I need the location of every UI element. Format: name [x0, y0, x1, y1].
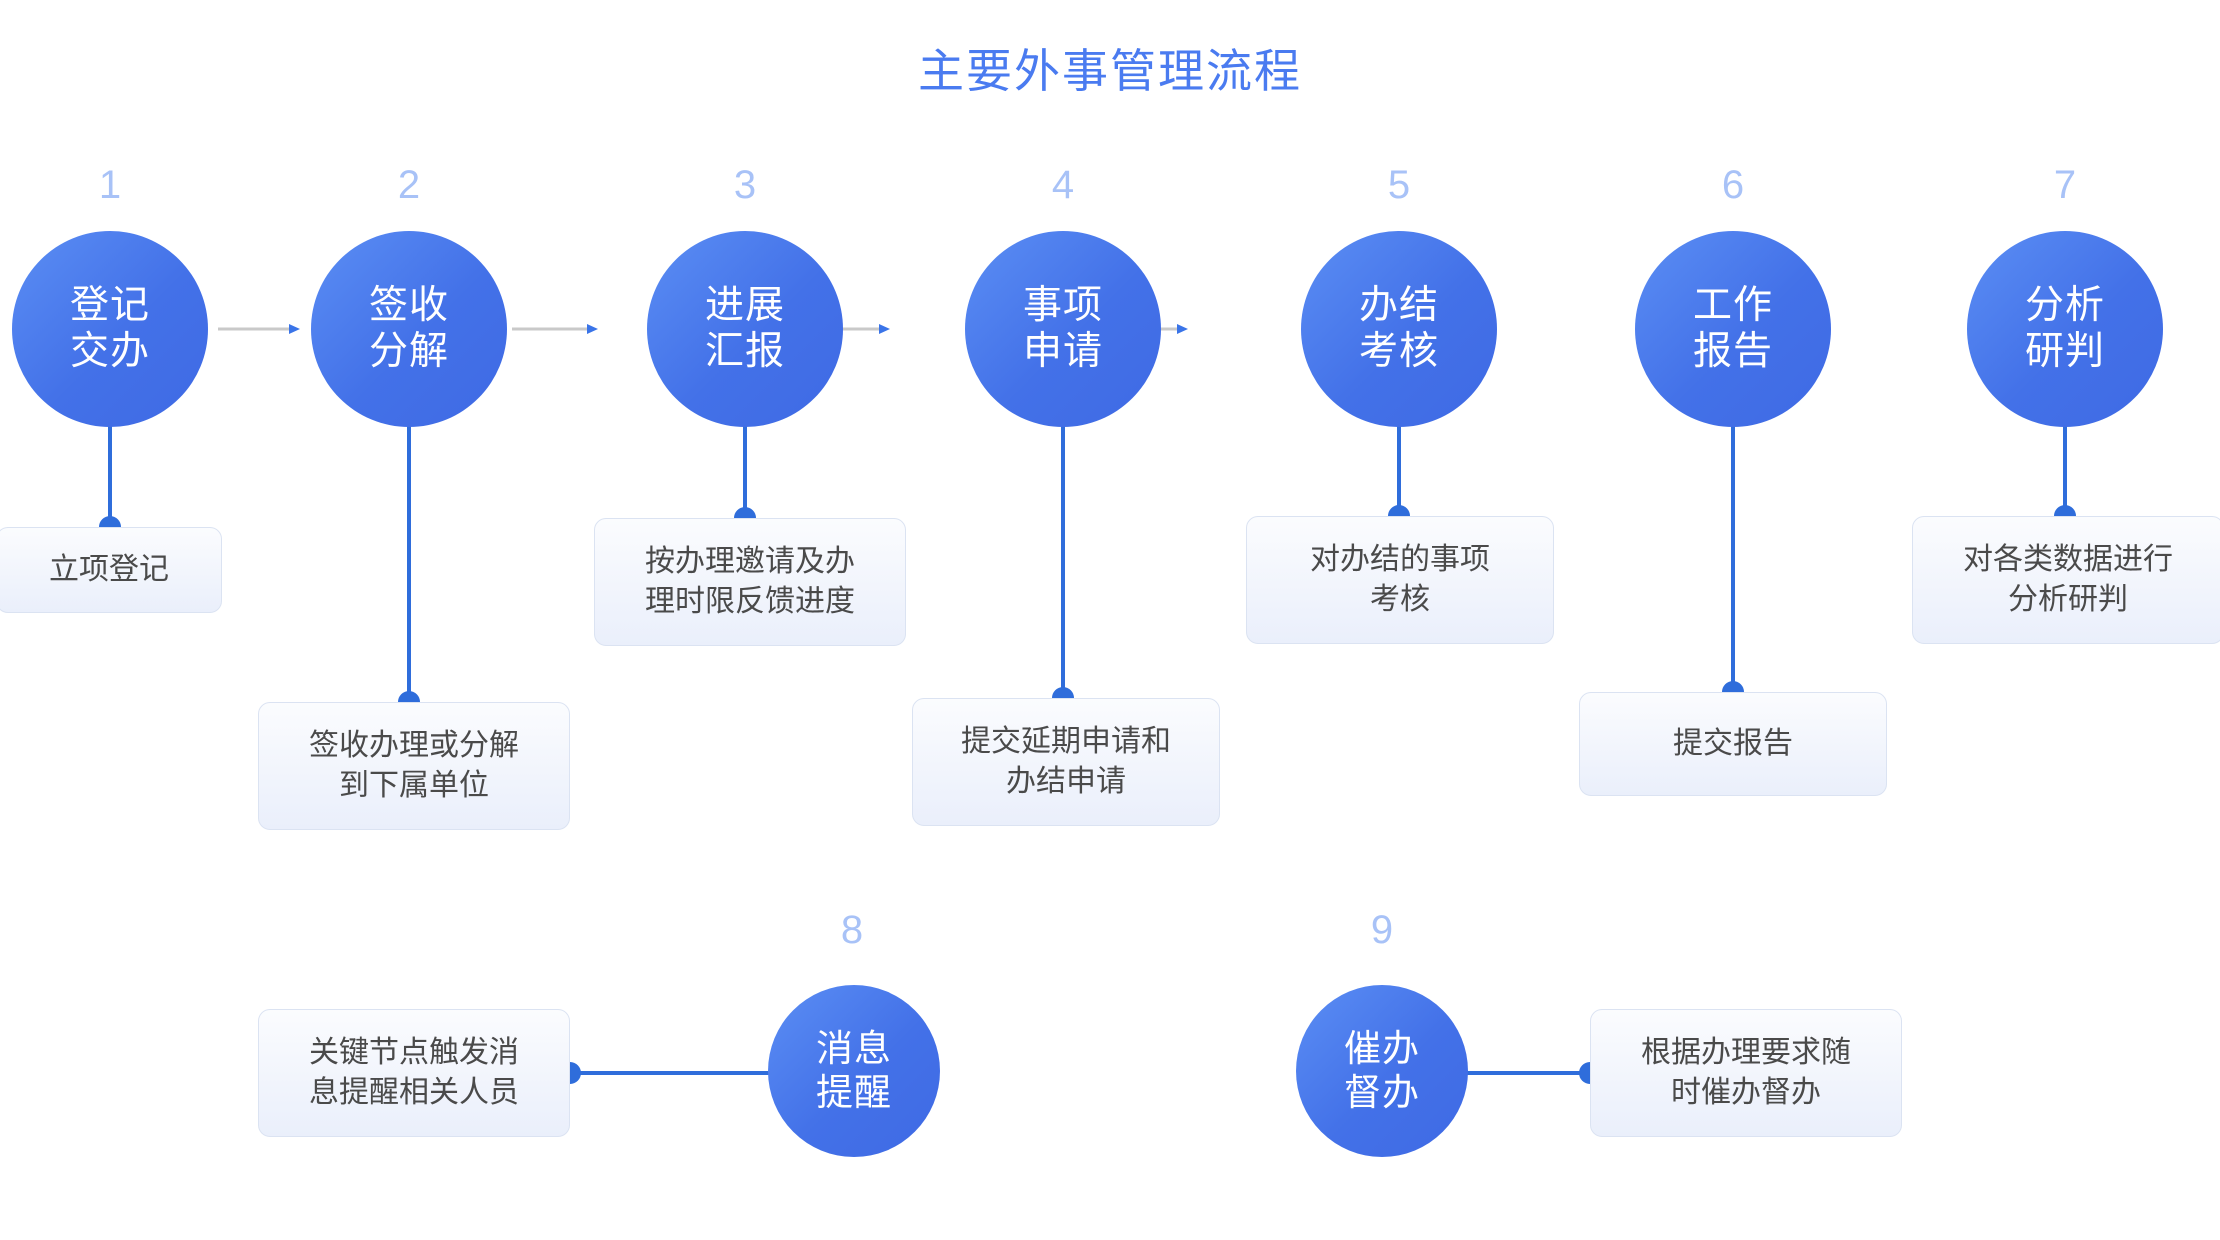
step-circle-2[interactable]: 签收 分解: [311, 231, 507, 427]
step-circle-7-line2: 研判: [2024, 330, 2105, 373]
page-title: 主要外事管理流程: [918, 45, 1302, 97]
step-circle-5[interactable]: 办结 考核: [1301, 231, 1497, 427]
step-number-4: 4: [1051, 163, 1075, 207]
step-desc-box-3[interactable]: 按办理邀请及办 理时限反馈进度: [594, 518, 906, 646]
step-dropline-dots: [99, 505, 2076, 713]
step-circle-7-line1: 分析: [2024, 283, 2105, 327]
step-desc-3-line1: 按办理邀请及办: [645, 545, 855, 579]
step-desc-box-5[interactable]: 对办结的事项 考核: [1246, 516, 1554, 644]
step-desc-box-4[interactable]: 提交延期申请和 办结申请: [912, 698, 1220, 826]
step-desc-6-line1: 提交报告: [1673, 727, 1793, 761]
step-circle-2-line2: 分解: [368, 330, 449, 373]
step-circle-9-line2: 督办: [1344, 1072, 1420, 1113]
step-circle-9[interactable]: 催办 督办: [1296, 985, 1468, 1157]
step-circle-6-line2: 报告: [1692, 330, 1773, 373]
step-desc-7-line2: 分析研判: [2008, 583, 2128, 616]
step-number-1: 1: [98, 163, 122, 207]
step-number-8: 8: [840, 908, 864, 952]
step-circle-8-line1: 消息: [816, 1028, 892, 1070]
step-desc-box-2[interactable]: 签收办理或分解 到下属单位: [258, 702, 570, 830]
step-circle-8-line2: 提醒: [816, 1072, 892, 1113]
step-number-3: 3: [733, 163, 757, 207]
step-circle-4-line2: 申请: [1022, 330, 1103, 373]
step-circle-8[interactable]: 消息 提醒: [768, 985, 940, 1157]
step-number-2: 2: [397, 163, 421, 207]
step-circle-1[interactable]: 登记 交办: [12, 231, 208, 427]
support-desc-9-line2: 时催办督办: [1671, 1076, 1821, 1109]
step-circle-6[interactable]: 工作 报告: [1635, 231, 1831, 427]
step-desc-5-line1: 对办结的事项: [1310, 543, 1490, 577]
step-desc-box-6[interactable]: 提交报告: [1579, 692, 1887, 796]
step-desc-2-line1: 签收办理或分解: [309, 729, 519, 763]
step-circle-7[interactable]: 分析 研判: [1967, 231, 2163, 427]
step-circle-9-line1: 催办: [1344, 1028, 1420, 1070]
step-circle-1-line2: 交办: [69, 330, 150, 373]
step-desc-4-line1: 提交延期申请和: [961, 725, 1171, 759]
step-desc-2-line2: 到下属单位: [339, 769, 489, 802]
step-number-5: 5: [1387, 163, 1411, 207]
step-desc-7-line1: 对各类数据进行: [1963, 543, 2173, 577]
support-desc-box-8[interactable]: 关键节点触发消 息提醒相关人员: [258, 1009, 570, 1137]
step-desc-box-1[interactable]: 立项登记: [0, 527, 222, 613]
step-desc-4-line2: 办结申请: [1006, 765, 1126, 798]
step-circle-1-line1: 登记: [69, 283, 150, 327]
step-droplines: [108, 425, 2067, 702]
step-circle-2-line1: 签收: [368, 283, 449, 327]
step-circle-6-line1: 工作: [1692, 283, 1773, 327]
step-circle-3-line1: 进展: [704, 283, 785, 327]
step-circle-4-line1: 事项: [1022, 283, 1103, 327]
support-desc-box-9[interactable]: 根据办理要求随 时催办督办: [1590, 1009, 1902, 1137]
step-desc-box-7[interactable]: 对各类数据进行 分析研判: [1912, 516, 2220, 644]
support-desc-9-line1: 根据办理要求随: [1641, 1036, 1851, 1070]
step-number-7: 7: [2053, 163, 2077, 207]
support-desc-8-line2: 息提醒相关人员: [309, 1076, 519, 1109]
step-desc-5-line2: 考核: [1370, 583, 1430, 616]
step-circle-3[interactable]: 进展 汇报: [647, 231, 843, 427]
step-desc-1-line1: 立项登记: [49, 553, 169, 587]
support-desc-8-line1: 关键节点触发消: [309, 1036, 519, 1070]
step-circle-4[interactable]: 事项 申请: [965, 231, 1161, 427]
step-number-6: 6: [1721, 163, 1745, 207]
step-circle-5-line2: 考核: [1358, 330, 1439, 373]
step-circle-5-line1: 办结: [1358, 283, 1439, 327]
step-desc-3-line2: 理时限反馈进度: [645, 585, 855, 618]
step-number-9: 9: [1370, 908, 1394, 952]
step-circle-3-line2: 汇报: [704, 330, 785, 373]
